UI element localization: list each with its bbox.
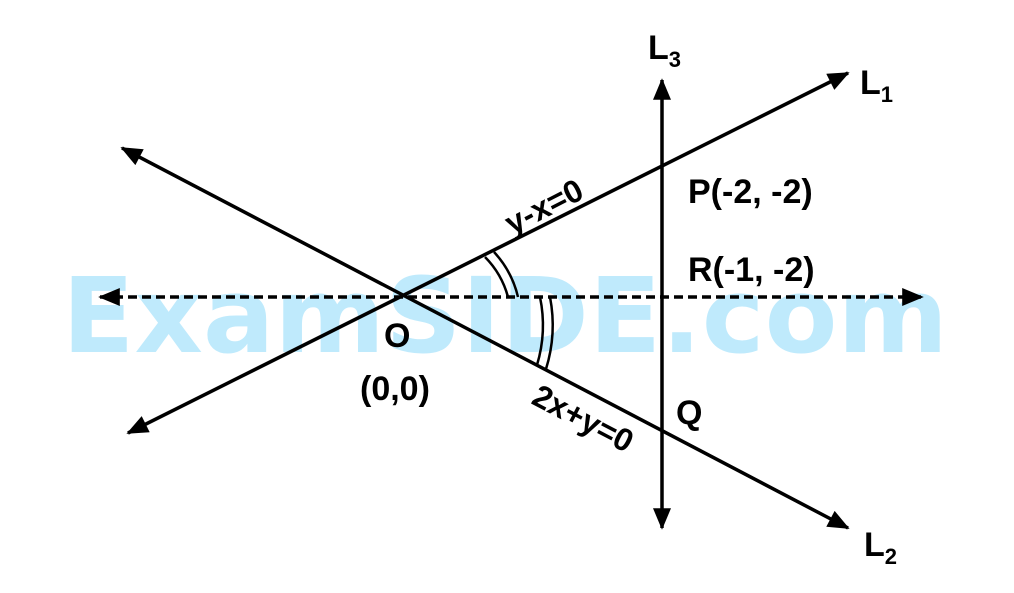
angle-arc-lower <box>535 296 554 370</box>
label-point-o: O <box>384 317 410 355</box>
label-point-q: Q <box>676 394 702 432</box>
angle-arc-upper <box>484 251 520 298</box>
label-l2: L2 <box>864 526 897 569</box>
watermark: ExamSIDE.com <box>62 255 948 377</box>
label-l3: L3 <box>648 29 681 72</box>
label-l1: L1 <box>860 64 893 107</box>
line-l2 <box>120 146 850 530</box>
label-origin-coords: (0,0) <box>360 370 430 408</box>
equation-l1: y-x=0 <box>499 172 589 242</box>
label-point-r: R(-1, -2) <box>688 251 815 289</box>
label-point-p: P(-2, -2) <box>688 173 813 211</box>
